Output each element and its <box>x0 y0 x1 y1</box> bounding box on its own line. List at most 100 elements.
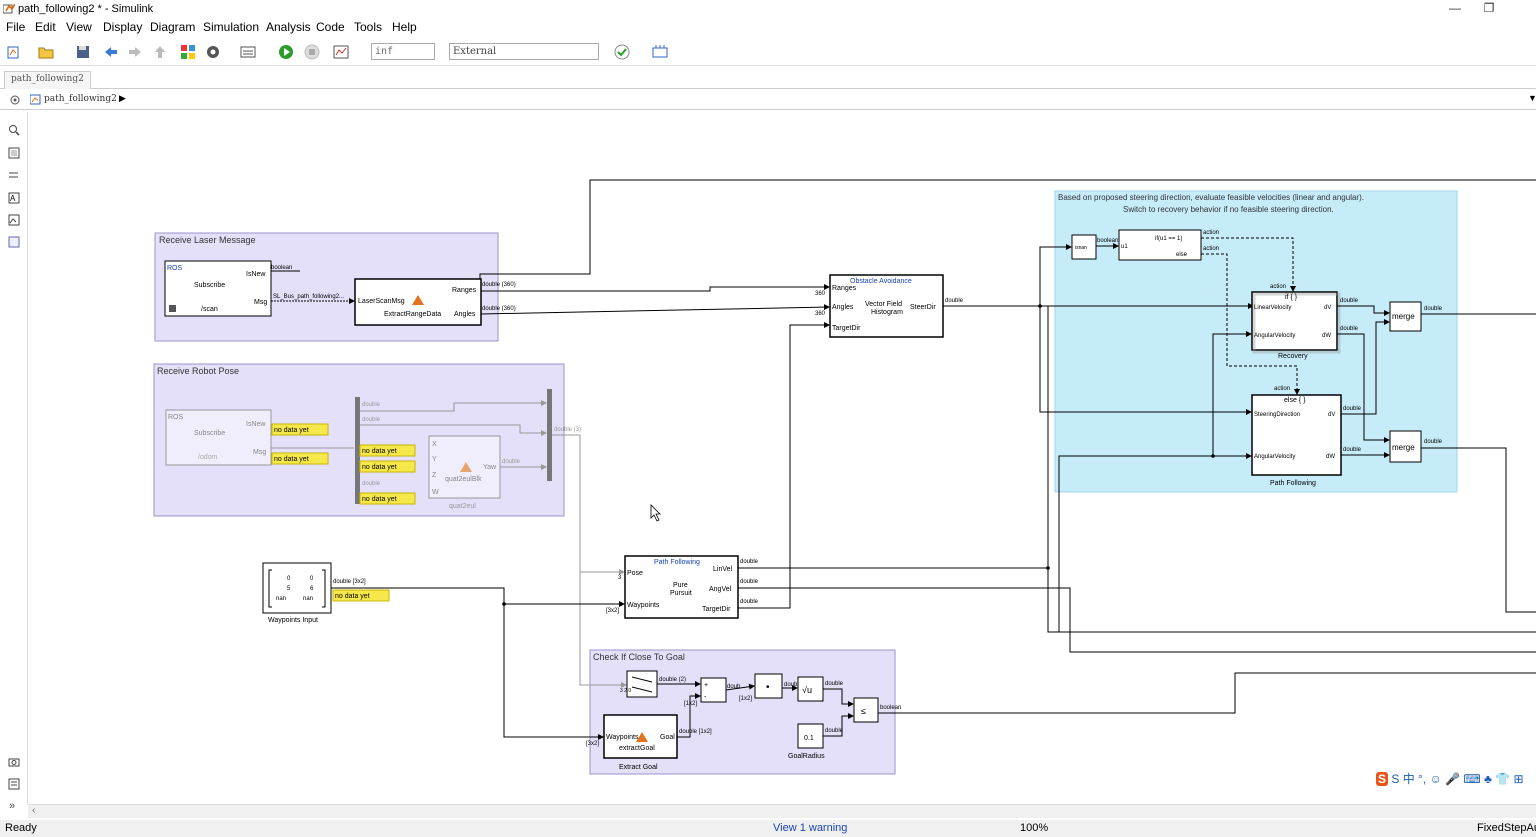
signal-line[interactable] <box>1337 305 1390 316</box>
if-block[interactable] <box>1118 229 1202 261</box>
screenshot-icon[interactable] <box>8 756 20 768</box>
signal-line[interactable] <box>823 713 854 737</box>
menu-bar: File Edit View Display Diagram Simulatio… <box>0 18 1536 36</box>
bus-selector-block[interactable] <box>355 397 360 504</box>
relational-operator-block[interactable] <box>853 697 879 723</box>
diagram-canvas[interactable]: Receive Laser Message Receive Robot Pose… <box>28 112 1536 804</box>
merge-block-w[interactable] <box>1389 430 1422 463</box>
menu-diagram[interactable]: Diagram <box>150 20 196 34</box>
signal-line[interactable] <box>1421 447 1536 613</box>
menu-code[interactable]: Code <box>316 20 345 34</box>
model-advisor-icon[interactable] <box>614 44 630 60</box>
arrow-right-icon[interactable] <box>8 169 20 181</box>
horizontal-scrollbar[interactable]: ‹ <box>28 804 1536 818</box>
menu-simulation[interactable]: Simulation <box>203 20 260 34</box>
menu-tools[interactable]: Tools <box>354 20 383 34</box>
merge-block-v[interactable] <box>1389 301 1422 332</box>
if-condition: if(u1 == 1) <box>1155 236 1182 242</box>
window-title: path_following2 * - Simulink <box>18 3 154 15</box>
sqrt-block[interactable] <box>797 676 824 702</box>
hide-explorer-icon[interactable] <box>10 95 20 105</box>
isnan-block[interactable] <box>1071 234 1097 260</box>
signal-line[interactable] <box>1047 306 1536 633</box>
signal-line[interactable] <box>360 400 547 412</box>
signal-line[interactable] <box>677 693 701 738</box>
properties-icon[interactable] <box>8 778 20 790</box>
path-following-subsystem[interactable] <box>1251 394 1342 476</box>
dot-product-block[interactable] <box>754 673 783 699</box>
signal-line[interactable] <box>738 322 830 609</box>
area-icon[interactable] <box>8 236 20 248</box>
expand-palette-icon[interactable]: » <box>9 800 16 812</box>
ime-toolbar[interactable]: S S 中 °, ☺ 🎤 ⌨ ♣ 👕 ⊞ <box>1376 770 1536 788</box>
signal-line[interactable] <box>480 304 830 315</box>
obstacle-avoidance-block[interactable] <box>829 274 944 338</box>
data-inspector-icon[interactable] <box>333 44 349 60</box>
selector-line <box>631 686 653 693</box>
stop-time-input[interactable]: inf <box>371 43 435 60</box>
signal-line[interactable] <box>738 306 1049 569</box>
library-browser-icon[interactable] <box>180 44 196 60</box>
back-arrow-icon[interactable] <box>103 44 119 60</box>
signal-line[interactable] <box>1039 244 1072 306</box>
ros-subscribe-odom-block[interactable] <box>165 409 272 466</box>
recovery-subsystem[interactable] <box>1251 291 1338 351</box>
pure-pursuit-block[interactable] <box>624 555 739 619</box>
signal-line[interactable] <box>823 688 854 707</box>
toolbar: inf External <box>0 38 1536 66</box>
run-icon[interactable] <box>278 44 294 60</box>
signal-line[interactable] <box>331 587 604 740</box>
stop-icon[interactable] <box>304 44 320 60</box>
breadcrumb-model[interactable]: path_following2 <box>44 94 117 104</box>
forward-arrow-icon[interactable] <box>127 44 143 60</box>
waypoints-constant-block[interactable] <box>262 562 332 614</box>
save-icon[interactable] <box>75 44 91 60</box>
action-signal-line[interactable] <box>1201 253 1300 395</box>
signal-line[interactable] <box>1039 306 1252 415</box>
warnings-link[interactable]: View 1 warning <box>773 822 848 834</box>
build-icon[interactable] <box>652 44 668 60</box>
new-model-icon[interactable] <box>6 44 22 60</box>
restore-button[interactable]: ❐ <box>1483 1 1495 15</box>
minimize-button[interactable]: — <box>1449 1 1461 15</box>
signal-line[interactable] <box>481 284 830 292</box>
zoom-icon[interactable] <box>8 124 20 136</box>
action-signal-line[interactable] <box>1201 237 1296 292</box>
mux-block[interactable] <box>547 389 552 481</box>
up-arrow-icon[interactable] <box>152 44 168 60</box>
signal-line[interactable] <box>738 587 1536 653</box>
menu-display[interactable]: Display <box>103 20 143 34</box>
solver-name[interactable]: FixedStepAuto <box>1477 822 1536 834</box>
signal-line[interactable] <box>552 434 627 688</box>
selector-block[interactable] <box>626 670 658 698</box>
simulation-mode-select[interactable]: External <box>449 43 599 60</box>
sig-label-double: double <box>945 298 964 304</box>
le-symbol: ≤ <box>861 706 866 716</box>
image-icon[interactable] <box>8 214 20 226</box>
signal-line[interactable] <box>725 683 755 691</box>
chevron-down-icon[interactable]: ▼ <box>1528 93 1536 103</box>
product-symbol: • <box>766 682 770 693</box>
menu-analysis[interactable]: Analysis <box>266 20 311 34</box>
menu-edit[interactable]: Edit <box>35 20 56 34</box>
menu-help[interactable]: Help <box>392 20 417 34</box>
ros-subscribe-scan-block[interactable] <box>164 260 272 317</box>
scroll-left-icon[interactable]: ‹ <box>32 805 36 816</box>
signal-line[interactable] <box>1341 319 1390 415</box>
annotation-icon[interactable]: A <box>8 192 20 204</box>
menu-view[interactable]: View <box>66 20 92 34</box>
menu-file[interactable]: File <box>6 20 26 34</box>
signal-line[interactable] <box>1058 453 1252 632</box>
signal-line[interactable] <box>878 672 1536 714</box>
fit-view-icon[interactable] <box>8 147 20 159</box>
breadcrumb-arrow-icon[interactable]: ▶ <box>119 93 126 103</box>
signal-line[interactable] <box>1212 331 1252 456</box>
simulink-diagram: Receive Laser Message Receive Robot Pose… <box>153 179 1536 775</box>
model-explorer-icon[interactable] <box>240 44 256 60</box>
block-label-pathfollowing: Path Following <box>1270 480 1316 487</box>
signal-line[interactable] <box>1337 333 1390 443</box>
tab-path-following2[interactable]: path_following2 <box>4 71 91 89</box>
signal-line[interactable] <box>360 424 547 436</box>
open-folder-icon[interactable] <box>38 44 54 60</box>
settings-gear-icon[interactable] <box>205 44 221 60</box>
